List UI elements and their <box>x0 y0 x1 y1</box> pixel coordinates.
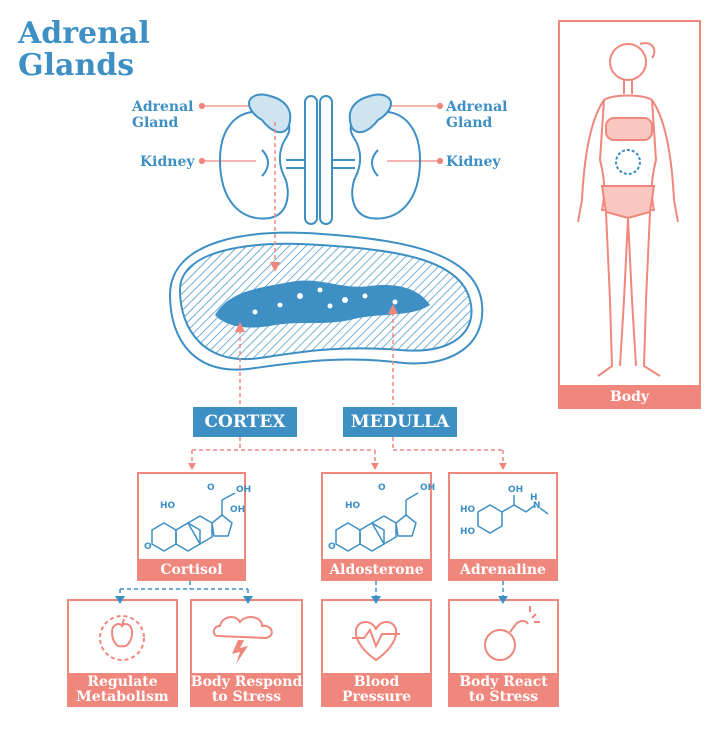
stress-response-label-line-2: to Stress <box>211 689 282 705</box>
effect-arrows <box>119 581 504 598</box>
title-line-2: Glands <box>18 48 135 83</box>
adrenaline-ho-top: HO <box>460 505 476 515</box>
cortisol-o: O <box>207 483 215 493</box>
kidney-label-right: Kidney <box>446 154 501 170</box>
blood-pressure-label: Blood Pressure <box>321 673 432 707</box>
body-label: Body <box>558 385 701 409</box>
blood-pressure-label-line-2: Pressure <box>341 689 412 705</box>
cortisol-o-ring: O <box>144 542 152 552</box>
aldosterone-label: Aldosterone <box>321 559 432 581</box>
kidneys-icon <box>218 93 422 225</box>
adrenaline-label: Adrenaline <box>448 559 558 581</box>
metabolism-label-line-2: Metabolism <box>76 689 169 705</box>
adrenal-gland-label-left: Adrenal Gland <box>132 99 194 131</box>
adrenaline-ho-bottom: HO <box>460 527 476 537</box>
body-figure-icon <box>577 42 679 377</box>
stress-reaction-label-line-2: to Stress <box>468 689 539 705</box>
adrenal-gland-label-right: Adrenal Gland <box>446 99 508 131</box>
cortisol-ho: HO <box>160 501 176 511</box>
stress-reaction-label-line-1: Body React <box>459 674 548 690</box>
cortisol-molecule-icon <box>151 492 236 552</box>
heart-pulse-icon <box>352 620 400 662</box>
kidney-label-left: Kidney <box>140 154 195 170</box>
aldosterone-o-ring: O <box>328 542 336 552</box>
storm-cloud-icon <box>212 616 273 664</box>
adrenaline-h: H <box>530 493 538 503</box>
adrenaline-molecule-icon <box>477 495 549 534</box>
cortisol-oh-top: OH <box>236 485 251 495</box>
stress-response-label-line-1: Body Respond <box>190 674 303 690</box>
page-title: Adrenal Glands <box>18 18 150 82</box>
apple-cycle-icon <box>99 615 145 661</box>
cortisol-oh: OH <box>230 505 245 515</box>
medulla-label: MEDULLA <box>343 407 457 437</box>
cortex-label: CORTEX <box>193 407 297 437</box>
stress-response-label: Body Respond to Stress <box>190 673 303 707</box>
adrenaline-oh: OH <box>508 485 523 495</box>
adrenaline-n: N <box>533 501 541 511</box>
flow-arrows <box>191 122 504 470</box>
bomb-icon <box>484 606 540 661</box>
cortisol-label: Cortisol <box>137 559 246 581</box>
adrenal-cross-section-icon <box>168 231 484 371</box>
aldosterone-molecule-icon <box>335 492 419 552</box>
title-line-1: Adrenal <box>18 16 150 51</box>
arrow-heads <box>188 262 507 470</box>
metabolism-label: Regulate Metabolism <box>67 673 178 707</box>
stress-reaction-label: Body React to Stress <box>448 673 559 707</box>
aldosterone-ho: HO <box>345 501 361 511</box>
blood-pressure-label-line-1: Blood <box>353 674 400 690</box>
metabolism-label-line-1: Regulate <box>87 674 158 690</box>
aldosterone-oh: OH <box>420 483 435 493</box>
effect-arrow-heads <box>115 596 508 604</box>
aldosterone-o: O <box>378 483 386 493</box>
